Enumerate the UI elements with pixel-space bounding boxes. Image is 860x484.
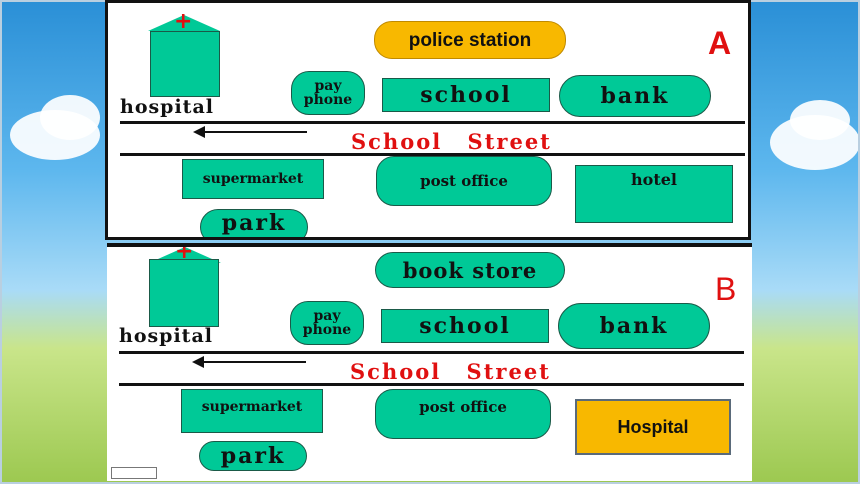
cloud-left-2 bbox=[40, 95, 100, 140]
hospital-highlight-box: Hospital bbox=[575, 399, 731, 455]
supermarket-label: supermarket bbox=[202, 171, 304, 187]
post-office-box: post office bbox=[376, 156, 552, 206]
park-box: park bbox=[199, 441, 307, 471]
street-name: School Street bbox=[351, 129, 552, 154]
school-label: school bbox=[420, 82, 512, 108]
hotel-label: hotel bbox=[631, 170, 677, 189]
hotel-box: hotel bbox=[575, 165, 733, 223]
hospital-highlight-label: Hospital bbox=[617, 416, 689, 437]
supermarket-label: supermarket bbox=[201, 399, 303, 415]
school-box: school bbox=[381, 309, 549, 343]
pay-phone-box: pay phone bbox=[290, 301, 364, 345]
cloud-right-2 bbox=[790, 100, 850, 140]
road-line-top bbox=[120, 121, 745, 124]
bank-label: bank bbox=[599, 313, 669, 339]
hospital-building bbox=[150, 31, 220, 97]
panel-letter-b: B bbox=[715, 271, 737, 307]
pay-phone-box: pay phone bbox=[291, 71, 365, 115]
direction-arrow bbox=[193, 126, 307, 138]
school-label: school bbox=[419, 313, 511, 339]
bank-box: bank bbox=[558, 303, 710, 349]
road-line-bottom bbox=[119, 383, 744, 386]
panel-letter-a: A bbox=[708, 25, 732, 61]
post-office-box: post office bbox=[375, 389, 551, 439]
supermarket-box: supermarket bbox=[182, 159, 324, 199]
supermarket-box: supermarket bbox=[181, 389, 323, 433]
book-store-label: book store bbox=[402, 257, 538, 283]
hospital-roof bbox=[148, 15, 220, 31]
park-label: park bbox=[221, 210, 287, 236]
road-line-top bbox=[119, 351, 744, 354]
book-store-box: book store bbox=[375, 252, 565, 288]
map-panel-b: + hospital book store B pay phone school… bbox=[107, 243, 752, 481]
hospital-label: hospital bbox=[119, 325, 213, 347]
hospital-cross-icon: + bbox=[174, 9, 193, 34]
hospital-label: hospital bbox=[120, 96, 214, 118]
pay-phone-line2: phone bbox=[302, 322, 352, 338]
police-station-box: police station bbox=[374, 21, 566, 59]
park-box: park bbox=[200, 209, 308, 237]
road-line-bottom bbox=[120, 153, 745, 156]
direction-arrow bbox=[192, 356, 306, 368]
street-name: School Street bbox=[350, 359, 551, 384]
post-office-label: post office bbox=[420, 171, 508, 190]
slide-thumbnail-icon bbox=[111, 467, 157, 479]
pay-phone-line2: phone bbox=[303, 92, 353, 108]
map-panel-a: + hospital police station A pay phone sc… bbox=[105, 0, 751, 240]
pay-phone-line1: pay bbox=[314, 78, 342, 94]
hospital-building bbox=[149, 259, 219, 327]
bank-box: bank bbox=[559, 75, 711, 117]
park-label: park bbox=[220, 443, 286, 469]
police-station-label: police station bbox=[408, 29, 532, 51]
post-office-label: post office bbox=[419, 398, 507, 416]
bank-label: bank bbox=[600, 83, 670, 109]
pay-phone-line1: pay bbox=[313, 308, 341, 324]
school-box: school bbox=[382, 78, 550, 112]
hospital-cross-icon: + bbox=[175, 243, 194, 264]
